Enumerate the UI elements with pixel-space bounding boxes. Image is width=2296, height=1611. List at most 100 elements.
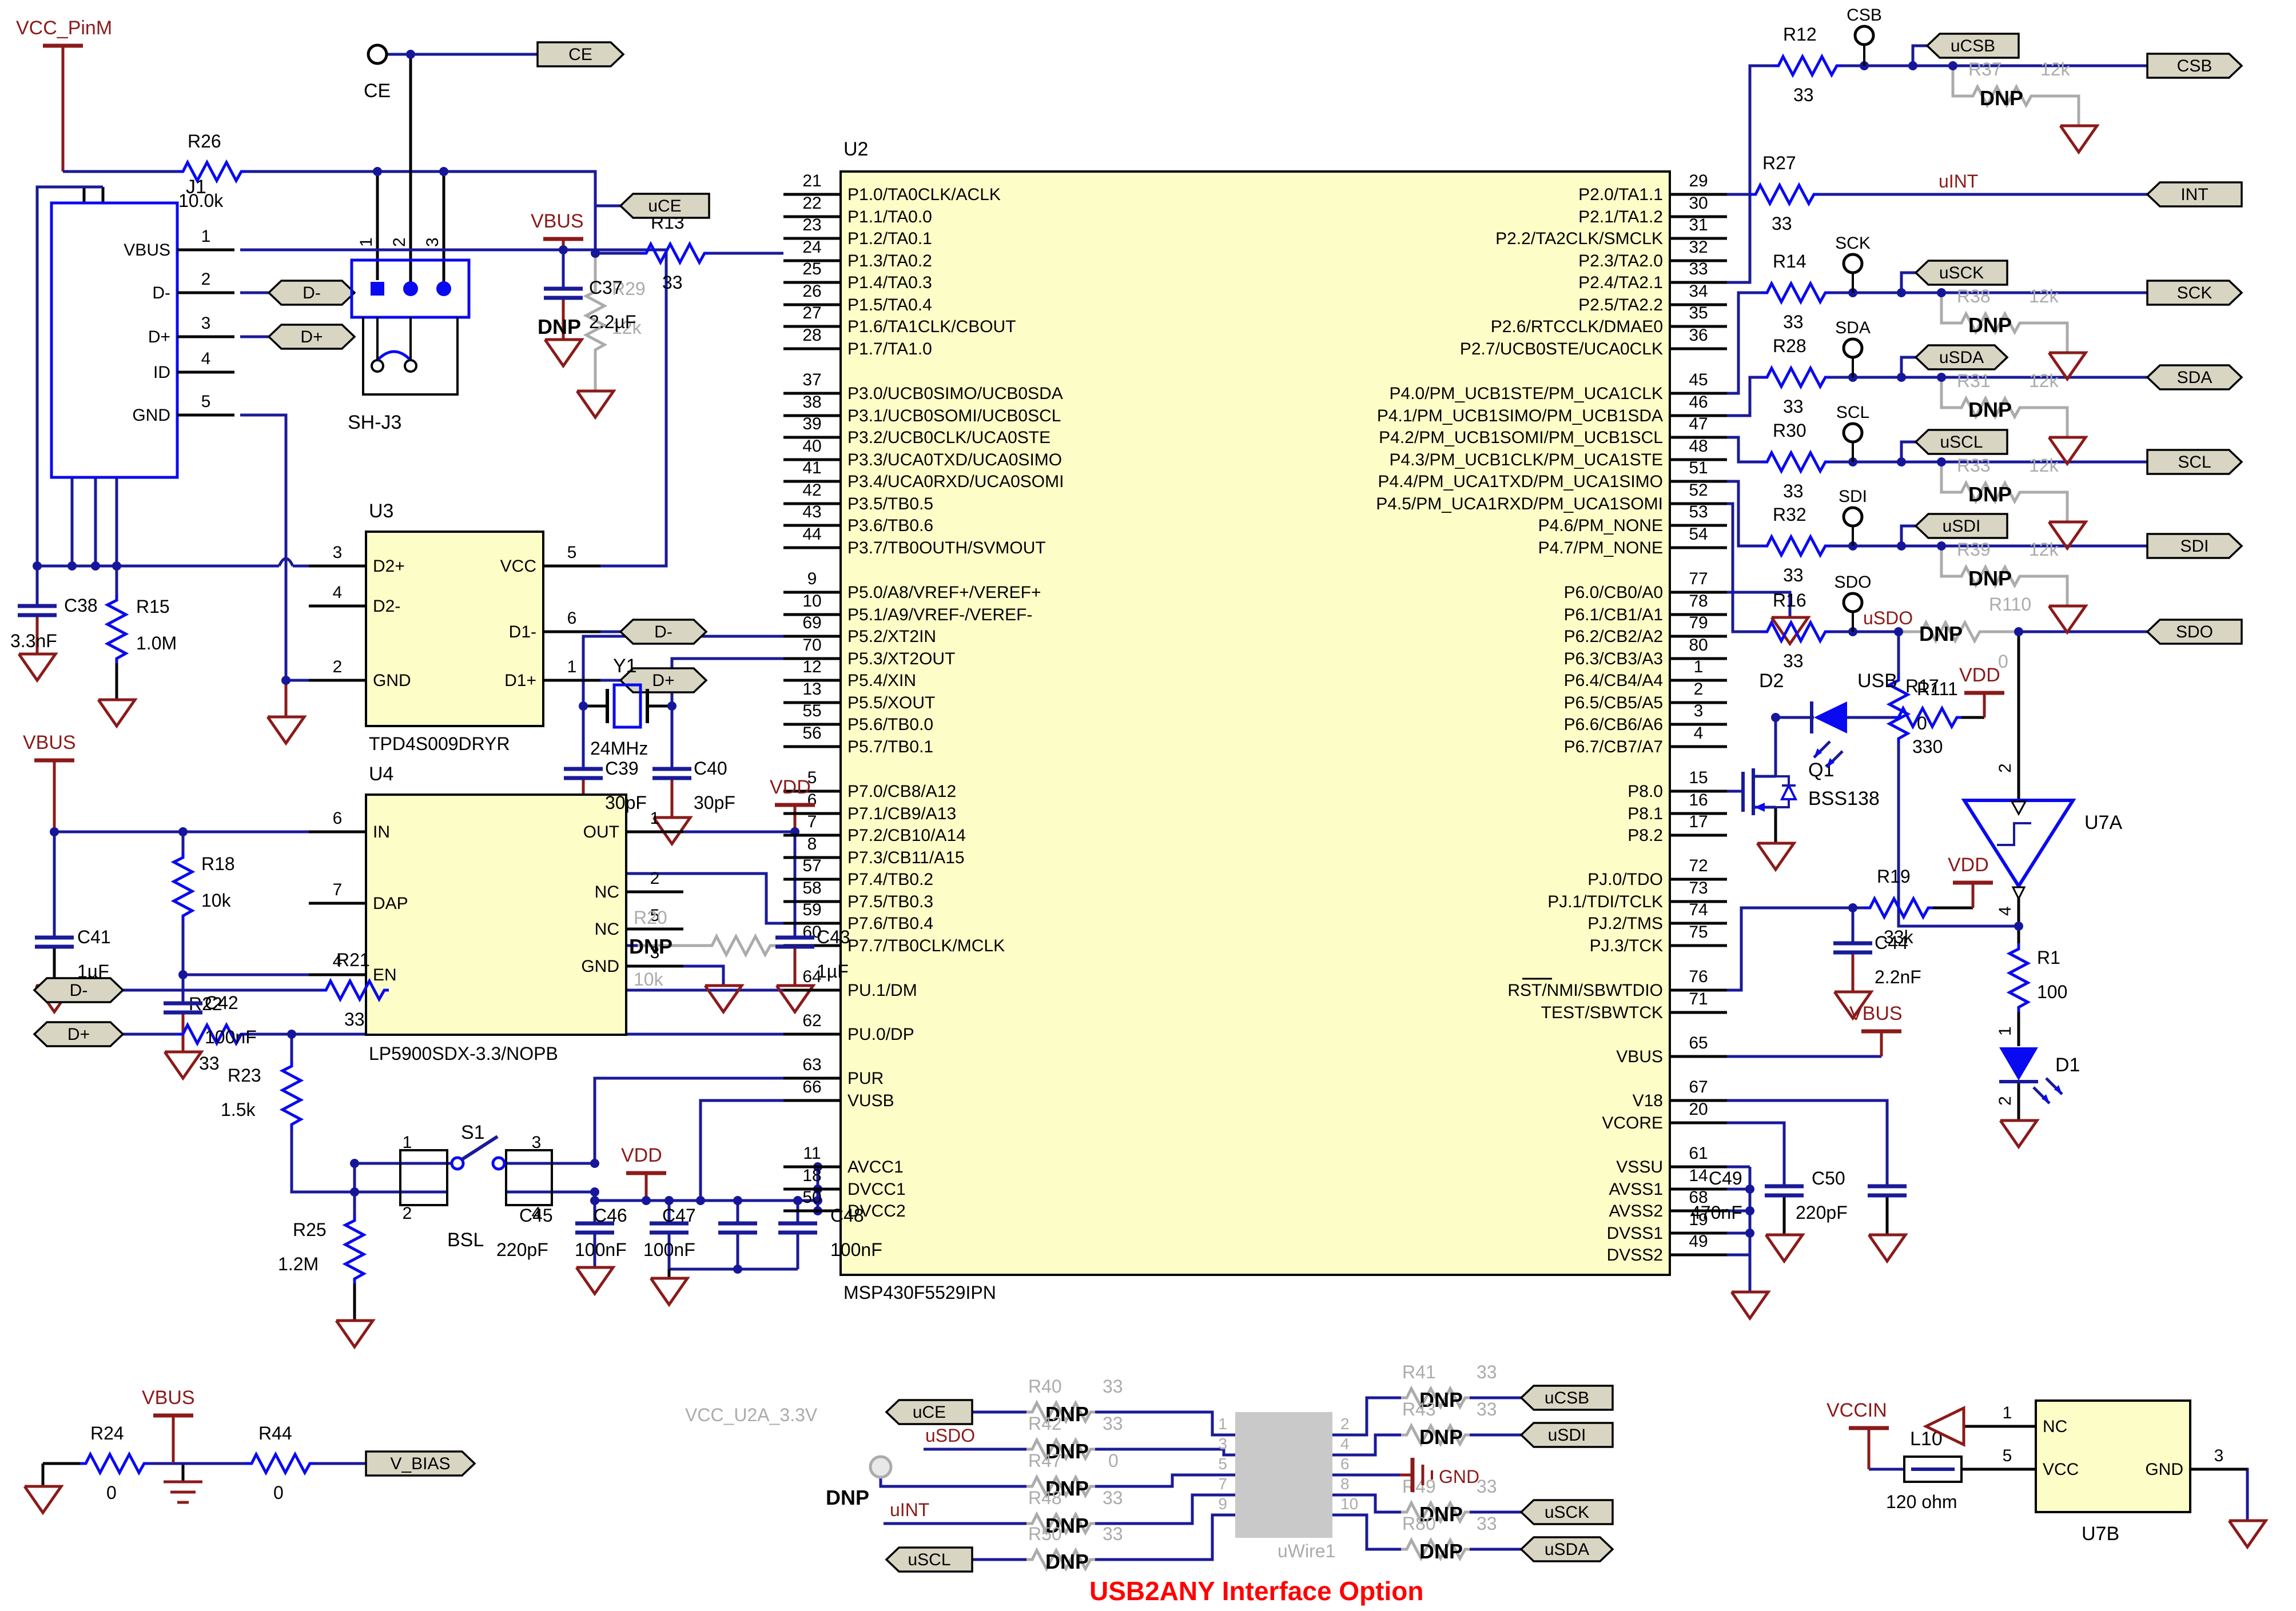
text-uINT: uINT <box>1939 171 1978 192</box>
shunt-pin <box>404 359 417 373</box>
resistor-R38 <box>1956 310 2024 336</box>
text-2: 2 <box>390 237 409 247</box>
capacitor-ref-C41: C41 <box>77 927 111 947</box>
net-flag-label-INT: INT <box>2180 185 2208 204</box>
resistor-R80 <box>1401 1537 1470 1562</box>
resistor-R43 <box>1401 1422 1470 1447</box>
resistor-ref-R37: R37 <box>1968 59 2002 79</box>
net-flag-uCSB <box>1519 1385 1614 1411</box>
ic-part-U2: MSP430F5529IPN <box>843 1282 996 1303</box>
pin-label-U2-45: P4.0/PM_UCB1STE/PM_UCA1CLK <box>1389 384 1663 403</box>
resistor-value-R32: 33 <box>1783 565 1804 585</box>
pin-label-U3-3: D2+ <box>373 557 405 576</box>
wire <box>2024 575 2069 606</box>
resistor-R49 <box>1401 1500 1470 1525</box>
resistor-ref-R49: R49 <box>1402 1476 1436 1497</box>
power-flag-VCC_PinM: VCC_PinM <box>16 17 112 39</box>
text-2: 2 <box>403 1204 412 1223</box>
wire <box>240 413 309 682</box>
net-flag-D- <box>619 619 708 645</box>
resistor-dnp-R43: DNP <box>1419 1425 1463 1449</box>
junction-dot <box>2014 627 2023 636</box>
text-10: 10 <box>1340 1495 1358 1513</box>
led-D1 <box>1999 1047 2038 1080</box>
junction-dot <box>1745 1229 1754 1238</box>
pin-label-U2-1: P6.4/CB4/A4 <box>1564 671 1663 690</box>
pin-number-J1-2: 2 <box>201 270 211 289</box>
pin-number-U2-36: 36 <box>1689 326 1708 345</box>
pin-number-U2-40: 40 <box>802 437 821 456</box>
pin-number-U2-8: 8 <box>807 835 817 854</box>
pin-label-U2-37: P3.0/UCB0SIMO/UCB0SDA <box>847 384 1063 403</box>
net-flag-SCL <box>2146 449 2243 475</box>
net-flag-label-CE: CE <box>568 45 592 64</box>
junction-dot <box>590 1159 599 1168</box>
resistor-ref-R20: R20 <box>634 907 667 928</box>
pin-number-U4-1: 1 <box>650 809 660 828</box>
pin-label-U2-66: VUSB <box>847 1091 894 1110</box>
pin-label-U2-43: P3.6/TB0.6 <box>847 516 933 535</box>
text-D1: D1 <box>2055 1054 2080 1076</box>
resistor-dnp-R47: DNP <box>1045 1477 1089 1500</box>
ground-symbol <box>17 652 58 683</box>
resistor-ref-R110: R110 <box>1989 594 2031 615</box>
pin-label-U2-76: RST/NMI/SBWTDIO <box>1507 981 1663 1000</box>
text-120 ohm: 120 ohm <box>1886 1492 1957 1512</box>
resistor-ref-R31: R31 <box>1957 370 1991 391</box>
pin-number-U2-33: 33 <box>1689 260 1708 278</box>
pin-number-U2-59: 59 <box>802 900 821 919</box>
resistor-R24 <box>80 1451 149 1476</box>
net-flag-V_BIAS <box>365 1450 476 1477</box>
testpoint-SCK <box>1842 253 1864 274</box>
net-flag-label-V_BIAS: V_BIAS <box>390 1454 450 1473</box>
wire <box>290 1129 355 1194</box>
resistor-dnp-R40: DNP <box>1045 1402 1089 1426</box>
junction-dot <box>813 1196 822 1205</box>
pin-number-U2-65: 65 <box>1689 1034 1708 1052</box>
resistor-R1 <box>2006 943 2031 1012</box>
resistor-value-R20: 10k <box>634 969 664 990</box>
net-flag-label-D+: D+ <box>652 671 674 690</box>
resistor-dnp-R110: DNP <box>1919 622 1963 645</box>
pin-label-U2-22: P1.1/TA0.0 <box>847 208 932 226</box>
switch-block <box>399 1149 448 1206</box>
pin-label-U2-2: P6.5/CB5/A5 <box>1564 693 1663 712</box>
ground-symbol <box>335 1319 376 1350</box>
switch-contact <box>450 1156 465 1171</box>
text-5: 5 <box>1218 1455 1227 1473</box>
text-7: 7 <box>1218 1475 1227 1493</box>
wire <box>1951 66 1967 98</box>
resistor-ref-R111: R111 <box>1917 679 1958 699</box>
wire <box>1940 377 1956 409</box>
net-flag-D+ <box>33 1021 125 1047</box>
resistor-R27 <box>1750 182 1819 207</box>
mosfet-body-diode <box>1780 783 1798 800</box>
resistor-ref-R21: R21 <box>336 950 370 970</box>
text-S1: S1 <box>461 1122 485 1143</box>
resistor-R16 <box>1761 619 1830 644</box>
pin-number-U2-39: 39 <box>802 414 821 433</box>
net-flag-D- <box>267 280 356 306</box>
net-flag-label-uCSB: uCSB <box>1545 1389 1589 1407</box>
pin-number-U2-71: 71 <box>1689 990 1708 1008</box>
pin-label-U2-44: P3.7/TB0OUTH/SVMOUT <box>847 539 1046 557</box>
wire <box>1727 64 1773 284</box>
resistor-ref-R29: R29 <box>612 278 646 299</box>
ground-symbol <box>1833 990 1874 1021</box>
pin-label-U2-52: P4.5/PM_UCA1RXD/PM_UCA1SOMI <box>1376 495 1663 513</box>
resistor-ref-R40: R40 <box>1028 1376 1062 1397</box>
capacitor-ref-C43: C43 <box>817 927 850 947</box>
pin-label-U2-48: P4.3/PM_UCB1CLK/PM_UCA1STE <box>1389 450 1663 469</box>
resistor-R20 <box>706 933 775 958</box>
capacitor-ref-C38: C38 <box>64 595 98 616</box>
ground-symbol <box>2059 124 2100 155</box>
resistor-ref-R33: R33 <box>1957 455 1991 476</box>
pin-number-U2-19: 19 <box>1689 1210 1708 1229</box>
pin-number-J1-4: 4 <box>201 349 211 368</box>
wire <box>1332 1513 1401 1551</box>
net-flag-label-uSDI: uSDI <box>1548 1426 1586 1445</box>
resistor-ref-R25: R25 <box>293 1219 327 1240</box>
pin-label-U2-62: PU.0/DP <box>847 1025 914 1044</box>
ground-symbol <box>2047 604 2088 635</box>
